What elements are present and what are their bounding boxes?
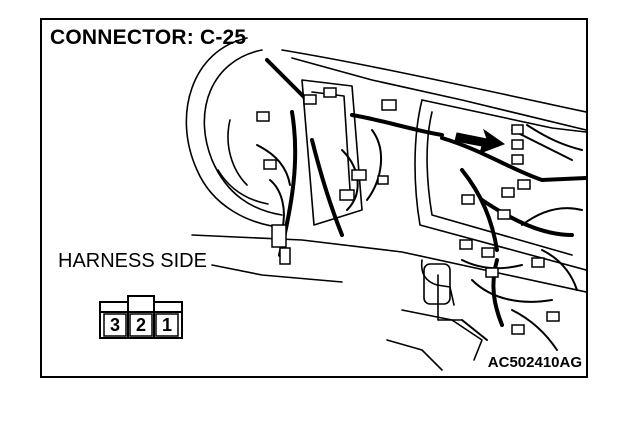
- connector-title: CONNECTOR: C-25: [50, 26, 247, 49]
- connector-pin-2: 2: [135, 315, 146, 335]
- connector-face-diagram: 3 2 1: [98, 292, 186, 340]
- harness-side-label: HARNESS SIDE: [58, 250, 207, 272]
- connector-pin-1: 1: [161, 315, 172, 335]
- connector-pin-3: 3: [109, 315, 120, 335]
- connector-outline: [99, 295, 183, 339]
- diagram-frame: CONNECTOR: C-25 HARNESS SIDE 3 2 1 AC502…: [40, 18, 588, 378]
- figure-id: AC502410AG: [487, 354, 582, 371]
- dashboard-harness-illustration: [185, 37, 586, 371]
